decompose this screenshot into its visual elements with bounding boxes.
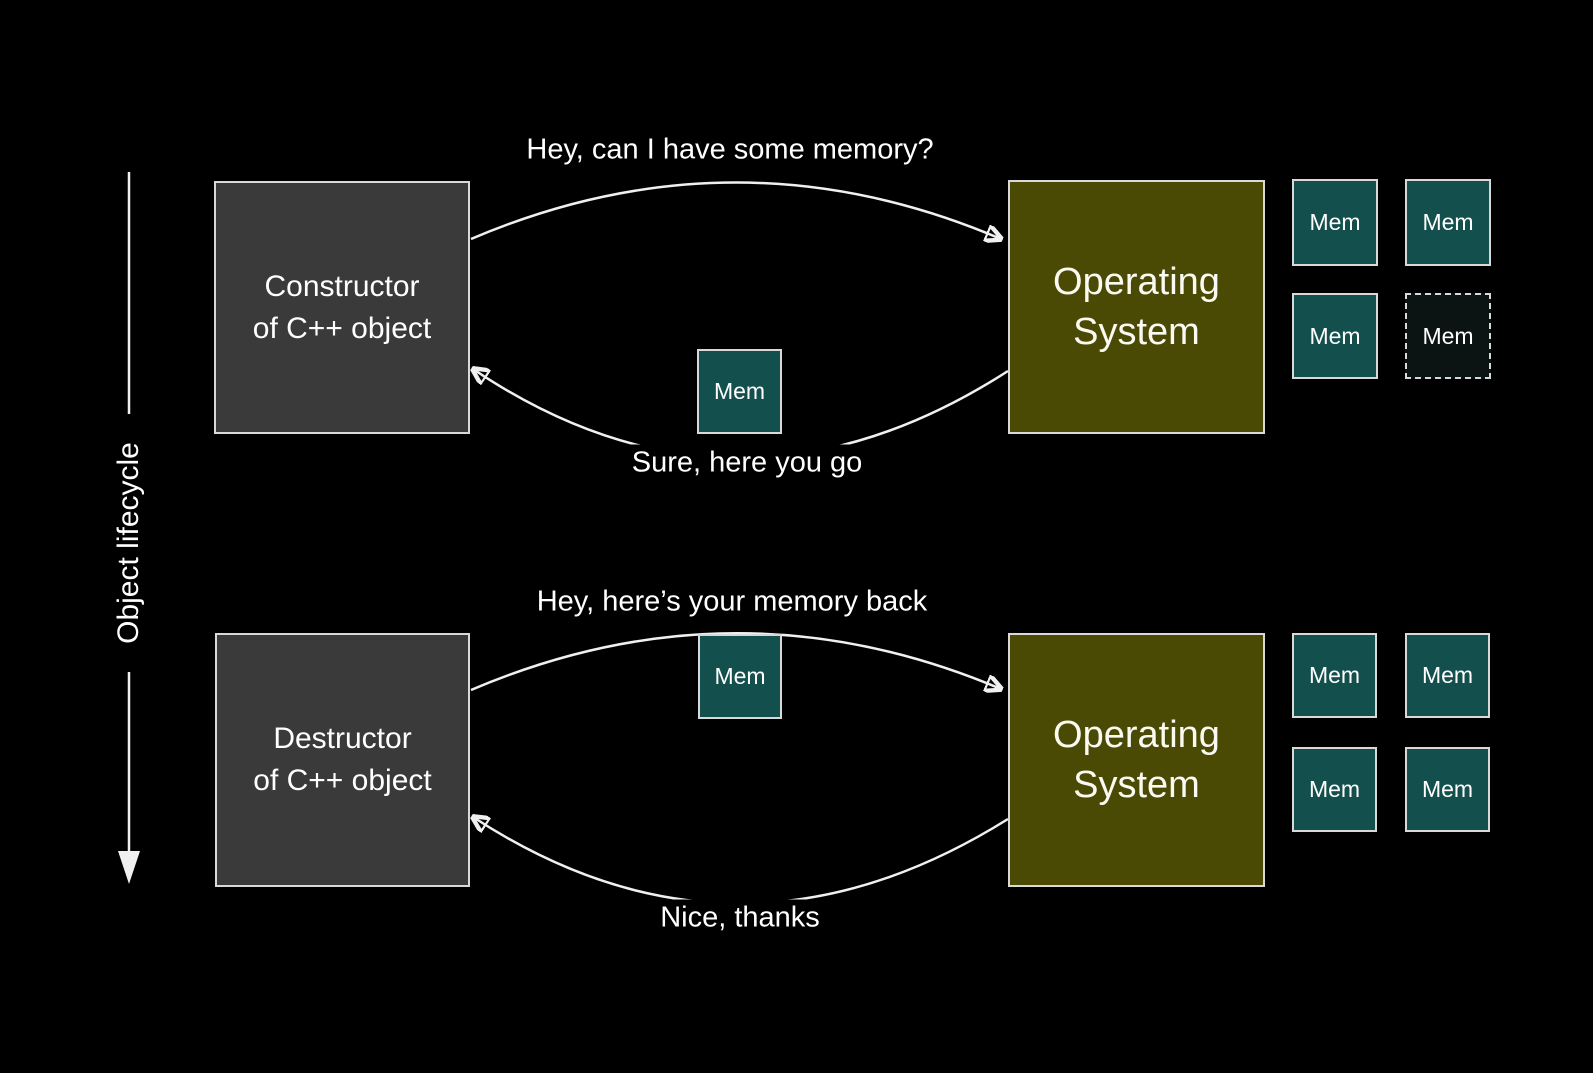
alloc-request-text: Hey, can I have some memory?: [526, 133, 934, 166]
os-mem-pool-bottom-slot3: Mem: [1292, 747, 1377, 832]
mem-transfer-bottom-label: Mem: [714, 663, 766, 689]
mem-label: Mem: [1308, 662, 1361, 688]
destructor-label-line1: Destructor: [273, 722, 412, 755]
mem-label: Mem: [1308, 776, 1361, 802]
mem-label: Mem: [1309, 322, 1361, 349]
os-mem-pool-top-slot2: Mem: [1405, 179, 1491, 266]
mem-transfer-box-bottom: Mem: [698, 634, 782, 719]
os-mem-pool-top-slot4-freed: Mem: [1405, 293, 1491, 379]
constructor-box: Constructor of C++ object: [214, 181, 470, 434]
lifecycle-axis-label: Object lifecycle: [112, 442, 145, 644]
dealloc-request-arrow: [470, 632, 1001, 690]
mem-transfer-top-label: Mem: [713, 378, 766, 404]
os-bottom-label-line2: System: [1073, 764, 1200, 806]
os-mem-pool-bottom-slot2: Mem: [1405, 633, 1490, 718]
alloc-request-arrow: [470, 181, 1001, 240]
os-mem-pool-top-slot3: Mem: [1292, 293, 1378, 379]
constructor-label-line1: Constructor: [264, 269, 420, 303]
lifecycle-axis-arrowhead: [118, 851, 140, 884]
mem-label: Mem: [1422, 209, 1474, 235]
constructor-label-line2: of C++ object: [252, 311, 432, 345]
dealloc-response-arrow: [473, 817, 1009, 905]
mem-label: Mem: [1309, 209, 1361, 235]
dealloc-response-text: Nice, thanks: [650, 899, 830, 937]
mem-label: Mem: [1421, 662, 1474, 688]
os-mem-pool-bottom-slot4: Mem: [1405, 747, 1490, 832]
os-top-label-line2: System: [1073, 311, 1200, 353]
mem-transfer-box-top: Mem: [697, 349, 782, 434]
os-bottom-label-line1: Operating: [1053, 713, 1220, 756]
os-mem-pool-top-slot1: Mem: [1292, 179, 1378, 266]
alloc-response-text: Sure, here you go: [621, 444, 873, 482]
os-box-bottom: Operating System: [1008, 633, 1265, 887]
os-box-top: Operating System: [1008, 180, 1265, 434]
os-top-label-line1: Operating: [1053, 260, 1220, 303]
dealloc-request-text: Hey, here’s your memory back: [536, 585, 928, 618]
destructor-label-line2: of C++ object: [253, 764, 432, 797]
destructor-box: Destructor of C++ object: [215, 633, 470, 887]
os-mem-pool-bottom-slot1: Mem: [1292, 633, 1377, 718]
mem-label: Mem: [1422, 322, 1474, 349]
mem-label: Mem: [1421, 776, 1474, 802]
